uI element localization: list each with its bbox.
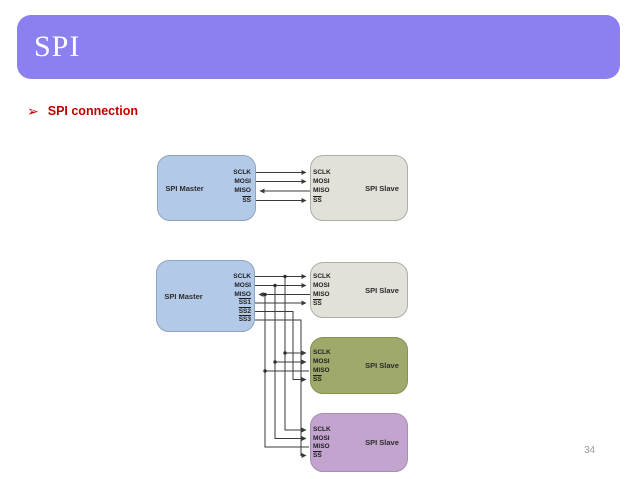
bullet-text: SPI connection xyxy=(47,104,139,118)
pin-label-ss: SS xyxy=(313,299,322,307)
pin-label-mosi: MOSI xyxy=(234,281,251,289)
d2-ss3-wire xyxy=(255,319,307,458)
bullet-row: ➢ SPI connection xyxy=(27,103,138,119)
arrow-bullet-icon: ➢ xyxy=(27,103,39,119)
title-bar: SPI xyxy=(17,15,620,79)
diagram2-spi-slave3-box: SPI Slave xyxy=(310,413,408,472)
pin-label-ss3: SS3 xyxy=(238,316,251,323)
pin-label-ss2: SS2 xyxy=(238,307,251,315)
junction-dots xyxy=(263,274,287,373)
diagram2-slave1-label: SPI Slave xyxy=(365,285,399,295)
pin-label-mosi: MOSI xyxy=(234,177,251,185)
d2-sclk-bus xyxy=(284,276,307,433)
d2-mosi-bus xyxy=(274,285,307,441)
pin-label-ss: SS xyxy=(313,451,322,459)
d2-miso-bus xyxy=(264,294,309,448)
diagram2-master-label: SPI Master xyxy=(164,291,203,301)
pin-label-mosi: MOSI xyxy=(313,358,330,365)
pin-label-mosi: MOSI xyxy=(313,177,330,185)
pin-label-sclk: SCLK xyxy=(233,168,251,176)
d2-ss2-wire xyxy=(255,311,307,382)
pin-label-mosi: MOSI xyxy=(313,434,330,442)
page-number: 34 xyxy=(584,445,596,456)
pin-label-sclk: SCLK xyxy=(233,272,251,280)
pin-label-sclk: SCLK xyxy=(313,273,331,280)
pin-label-ss: SS xyxy=(313,375,322,383)
pin-label-miso: MISO xyxy=(234,187,251,194)
pin-label-sclk: SCLK xyxy=(313,349,331,356)
diagram2-spi-slave2-box: SPI Slave xyxy=(310,337,408,394)
diagram2-spi-slave1-box: SPI Slave xyxy=(310,262,408,318)
pin-label-mosi: MOSI xyxy=(313,282,330,289)
pin-label-miso: MISO xyxy=(313,443,330,450)
pin-label-ss: SS xyxy=(313,196,322,204)
diagram2-spi-master-box: SPI Master xyxy=(156,260,255,332)
pin-label-sclk: SCLK xyxy=(313,426,331,433)
diagram1-slave-label: SPI Slave xyxy=(365,183,399,193)
diagram2-slave2-label: SPI Slave xyxy=(365,361,399,370)
diagram1-spi-master-box: SPI Master xyxy=(157,155,256,221)
pin-label-sclk: SCLK xyxy=(313,168,331,176)
page-title: SPI xyxy=(34,30,81,63)
pin-label-miso: MISO xyxy=(313,187,330,194)
pin-label-ss: SS xyxy=(242,196,251,204)
diagram2-slave3-label: SPI Slave xyxy=(365,438,399,447)
pin-label-miso: MISO xyxy=(313,291,330,298)
diagram1-spi-slave-box: SPI Slave xyxy=(310,155,408,221)
pin-label-ss1: SS1 xyxy=(238,299,251,306)
pin-label-miso: MISO xyxy=(234,290,251,298)
pin-label-miso: MISO xyxy=(313,367,330,374)
diagram1-master-label: SPI Master xyxy=(165,183,204,193)
